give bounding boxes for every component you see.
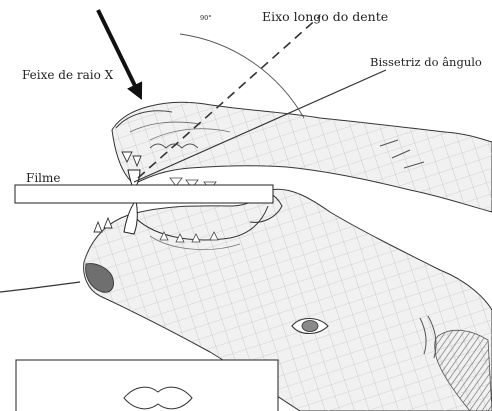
angle-mark-label: 90°: [200, 14, 212, 22]
long-axis-label: Eixo longo do dente: [262, 9, 388, 24]
film-label: Filme: [26, 171, 60, 185]
table-edge: [0, 282, 80, 292]
bisector-label: Bissetriz do ângulo: [370, 55, 482, 69]
xray-beam-label: Feixe de raio X: [22, 68, 114, 82]
film-rectangle: [15, 185, 273, 203]
